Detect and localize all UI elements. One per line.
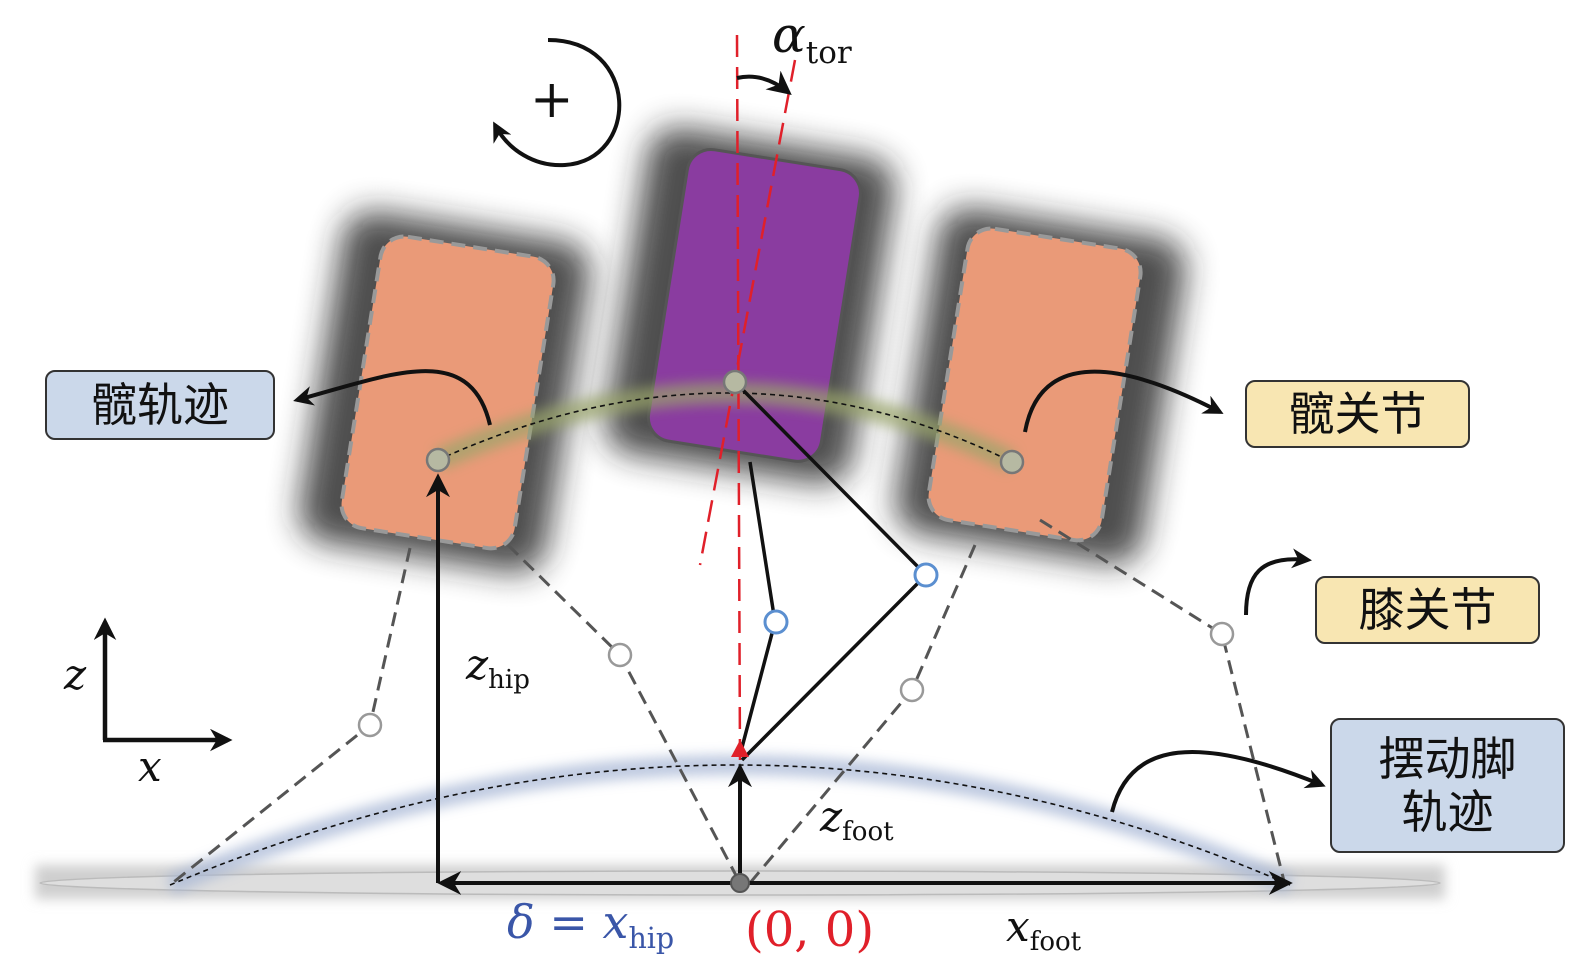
alpha-tor-label: αtor xyxy=(772,6,852,71)
delta-equals-x-hip-label: δ = xhip xyxy=(507,895,674,955)
swing-traj-pointer xyxy=(1110,750,1326,813)
knee-joint-label: 膝关节 xyxy=(1315,576,1540,644)
swing-foot-text-line1: 摆动脚 xyxy=(1378,731,1517,786)
left-leg-front xyxy=(506,543,742,884)
torso-axis-line xyxy=(698,59,797,566)
z-hip-label: zhip xyxy=(466,640,530,695)
right-leg-front xyxy=(1039,518,1287,886)
hip-joint-text: 髋关节 xyxy=(1288,386,1427,441)
z-axis-label: z xyxy=(64,650,87,699)
delta-symbol: δ = x xyxy=(507,895,629,949)
z-hip-subscript: hip xyxy=(488,665,530,696)
z-foot-symbol: z xyxy=(820,792,843,841)
alpha-subscript: tor xyxy=(805,34,852,71)
alpha-arc-arrow xyxy=(736,70,792,95)
knee-joint-text: 膝关节 xyxy=(1358,582,1497,637)
knee-joints xyxy=(357,562,1235,738)
right-thigh-block xyxy=(926,226,1143,543)
rotation-arrow xyxy=(493,38,622,168)
z-hip-symbol: z xyxy=(466,640,489,689)
hip-trajectory-label: 髋轨迹 xyxy=(45,370,275,440)
knee-joint-pointer xyxy=(1244,548,1312,616)
origin-label: (0, 0) xyxy=(745,902,875,958)
z-foot-label: zfoot xyxy=(820,792,894,847)
foot-target-marker xyxy=(731,740,749,757)
left-thigh-block xyxy=(339,234,556,551)
vertical-reference-line xyxy=(735,34,742,761)
origin-point xyxy=(730,873,750,893)
hip-joint-label: 髋关节 xyxy=(1245,380,1470,448)
stance-leg xyxy=(738,461,777,756)
swing-foot-trajectory-label: 摆动脚 轨迹 xyxy=(1330,718,1565,853)
z-foot-subscript: foot xyxy=(842,817,894,848)
hip-joint-pointer xyxy=(1023,369,1224,433)
x-foot-symbol: x xyxy=(1006,902,1030,951)
swing-foot-text-line2: 轨迹 xyxy=(1401,784,1494,839)
x-axis-label: x xyxy=(138,742,162,791)
alpha-symbol: α xyxy=(772,6,806,64)
hip-traj-pointer xyxy=(293,369,492,426)
x-foot-label: xfoot xyxy=(1006,902,1081,957)
hip-joints xyxy=(425,369,1025,475)
plus-sign: + xyxy=(530,70,574,130)
delta-subscript: hip xyxy=(628,921,675,955)
hip-trajectory-text: 髋轨迹 xyxy=(91,377,229,432)
x-foot-subscript: foot xyxy=(1029,927,1082,958)
